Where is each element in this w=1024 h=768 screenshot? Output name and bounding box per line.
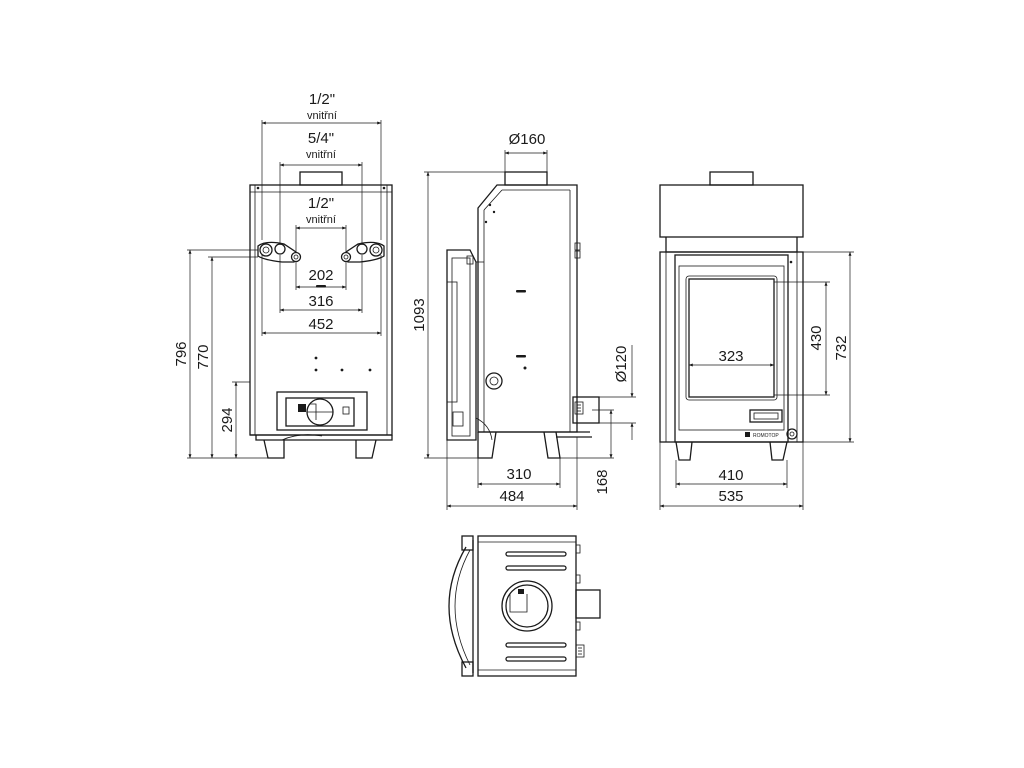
dim-label-410: 410 [718,467,743,484]
dim-label-low-pipe: 1/2" [308,195,334,212]
dim-note-mid-pipe: vnitřní [306,149,336,161]
side-view: Ø160 1093 Ø120 168 310 484 [411,131,636,510]
top-flue-ring [501,580,553,632]
door-frame [674,254,789,443]
dim-label-1093: 1093 [411,298,428,331]
dim-label-535: 535 [718,488,743,505]
door-view-foot-right [769,441,788,461]
front-foot-left [263,439,285,459]
dim-label-294: 294 [219,407,236,432]
dim-label-mid-pipe: 5/4" [308,130,334,147]
dim-label-air-inlet: Ø120 [613,346,630,383]
front-flue-stub [299,171,343,186]
door-view: ROMOTOP 323 430 732 410 535 [659,171,854,510]
side-door [446,249,477,441]
dim-label-flue: Ø160 [509,131,546,148]
dim-label-202: 202 [308,267,333,284]
dim-note-top-pipe: vnitřní [307,110,337,122]
dim-label-430: 430 [808,325,825,350]
side-body [477,184,578,433]
front-view: 1/2" vnitřní 5/4" vnitřní 1/2" vnitřní 2… [173,91,393,459]
door-handle [749,409,783,423]
dim-label-484: 484 [499,488,524,505]
front-foot-right [355,439,377,459]
dim-label-796: 796 [173,341,190,366]
dim-label-top-pipe: 1/2" [309,91,335,108]
dim-label-316: 316 [308,293,333,310]
front-air-box [276,391,368,431]
door-view-top-panel [659,184,804,238]
side-flue-stub [504,171,548,186]
dim-label-310: 310 [506,466,531,483]
side-foot-left [477,431,497,459]
front-pipe-bracket-right [340,241,385,263]
top-door-arc [448,546,467,669]
dim-label-323: 323 [718,348,743,365]
top-view [448,535,601,677]
dim-label-770: 770 [195,344,212,369]
door-glass [688,278,775,398]
dim-label-452: 452 [308,316,333,333]
door-view-foot-left [675,441,693,461]
side-knob [485,372,503,390]
door-latch-icon [786,428,798,440]
dim-note-low-pipe: vnitřní [306,214,336,226]
top-air-box [575,589,601,619]
side-foot-right [543,431,561,459]
brand-logo-icon [745,432,750,437]
front-pipe-bracket-left [257,241,302,263]
brand-mark: ROMOTOP [753,433,779,439]
door-view-flue-stub [709,171,754,186]
dim-label-732: 732 [833,335,850,360]
dim-label-168: 168 [594,469,611,494]
